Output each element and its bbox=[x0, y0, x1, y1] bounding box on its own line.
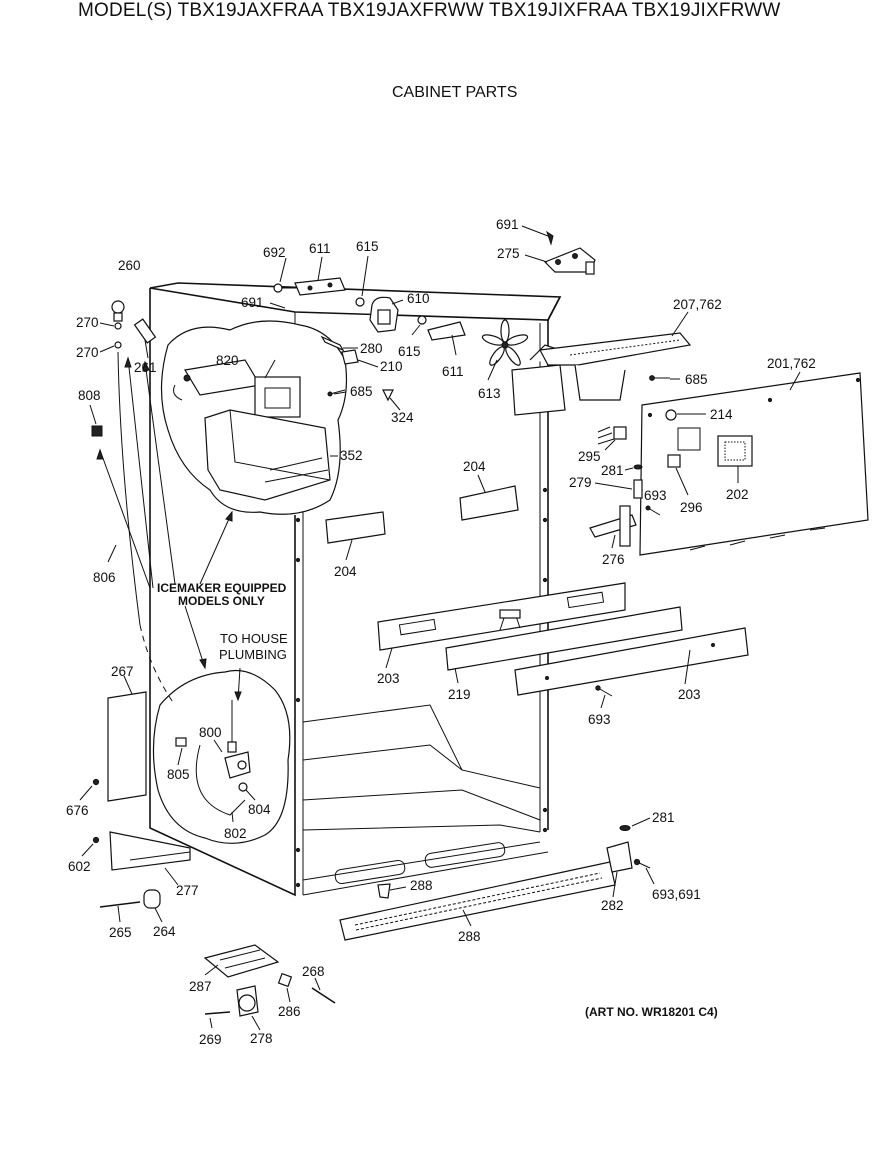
callout-label: 806 bbox=[93, 570, 116, 585]
art-number: (ART NO. WR18201 C4) bbox=[585, 1005, 718, 1019]
callout-label: 691 bbox=[241, 295, 264, 310]
callout-label: 804 bbox=[248, 802, 271, 817]
callout-label: 296 bbox=[680, 500, 703, 515]
water-valve-assembly bbox=[175, 700, 251, 816]
callout-label: 202 bbox=[726, 487, 749, 502]
callout-label: 219 bbox=[448, 687, 471, 702]
callout-label: 802 bbox=[224, 826, 247, 841]
callout-label: 693,691 bbox=[652, 887, 701, 902]
plumbing-note-line2: PLUMBING bbox=[219, 647, 287, 662]
evaporator-cover-panel bbox=[589, 372, 869, 556]
icemaker-assembly bbox=[91, 300, 331, 706]
icemaker-note-line1: ICEMAKER EQUIPPED bbox=[157, 581, 287, 595]
mullion-and-rails bbox=[325, 485, 749, 697]
callout-label: 805 bbox=[167, 767, 190, 782]
part-callouts: 691 275 692 611 615 260 610 691 270 270 … bbox=[66, 217, 816, 1047]
callout-label: 203 bbox=[377, 671, 400, 686]
callout-label: 288 bbox=[410, 878, 433, 893]
callout-label: 204 bbox=[463, 459, 486, 474]
callout-label: 287 bbox=[189, 979, 212, 994]
callout-label: 808 bbox=[78, 388, 101, 403]
page-subtitle: CABINET PARTS bbox=[392, 84, 518, 101]
callout-label: 800 bbox=[199, 725, 222, 740]
callout-label: 611 bbox=[442, 364, 464, 379]
callout-label: 685 bbox=[685, 372, 708, 387]
callout-label: 265 bbox=[109, 925, 132, 940]
callout-label: 282 bbox=[601, 898, 624, 913]
callout-label: 269 bbox=[199, 1032, 222, 1047]
plumbing-note-line1: TO HOUSE bbox=[220, 631, 288, 646]
callout-label: 277 bbox=[176, 883, 199, 898]
callout-label: 260 bbox=[118, 258, 141, 273]
callout-label: 270 bbox=[76, 345, 99, 360]
callout-label: 288 bbox=[458, 929, 481, 944]
callout-label: 602 bbox=[68, 859, 91, 874]
callout-label: 268 bbox=[302, 964, 325, 979]
callout-label: 820 bbox=[216, 353, 239, 368]
callout-label: 676 bbox=[66, 803, 89, 818]
callout-label: 611 bbox=[309, 241, 331, 256]
callout-label: 691 bbox=[496, 217, 519, 232]
note-arrowheads bbox=[96, 356, 242, 702]
top-parts bbox=[273, 230, 692, 416]
callout-label: 261 bbox=[134, 360, 157, 375]
model-list-title: MODEL(S) TBX19JAXFRAA TBX19JAXFRWW TBX19… bbox=[78, 0, 781, 21]
callout-label: 214 bbox=[710, 407, 733, 422]
leader-lines bbox=[79, 225, 801, 1031]
callout-label: 276 bbox=[602, 552, 625, 567]
callout-label: 281 bbox=[652, 810, 675, 825]
callout-label: 692 bbox=[263, 245, 286, 260]
callout-label: 295 bbox=[578, 449, 601, 464]
callout-label: 352 bbox=[340, 448, 363, 463]
callout-label: 201,762 bbox=[767, 356, 816, 371]
callout-label: 324 bbox=[391, 410, 414, 425]
callout-label: 204 bbox=[334, 564, 357, 579]
callout-label: 275 bbox=[497, 246, 520, 261]
callout-label: 280 bbox=[360, 341, 383, 356]
callout-label: 610 bbox=[407, 291, 430, 306]
callout-label: 286 bbox=[278, 1004, 301, 1019]
callout-label: 270 bbox=[76, 315, 99, 330]
callout-label: 613 bbox=[478, 386, 501, 401]
plumbing-region-outline bbox=[152, 669, 291, 844]
bottom-parts bbox=[92, 691, 651, 1017]
callout-label: 615 bbox=[398, 344, 421, 359]
callout-label: 203 bbox=[678, 687, 701, 702]
callout-label: 267 bbox=[111, 664, 134, 679]
icemaker-note-line2: MODELS ONLY bbox=[178, 594, 265, 608]
callout-label: 264 bbox=[153, 924, 176, 939]
callout-label: 278 bbox=[250, 1031, 273, 1046]
callout-label: 279 bbox=[569, 475, 592, 490]
callout-label: 685 bbox=[350, 384, 373, 399]
callout-label: 693 bbox=[588, 712, 611, 727]
callout-label: 210 bbox=[380, 359, 403, 374]
callout-label: 281 bbox=[601, 463, 624, 478]
callout-label: 693 bbox=[644, 488, 667, 503]
callout-label: 615 bbox=[356, 239, 379, 254]
callout-label: 207,762 bbox=[673, 297, 722, 312]
